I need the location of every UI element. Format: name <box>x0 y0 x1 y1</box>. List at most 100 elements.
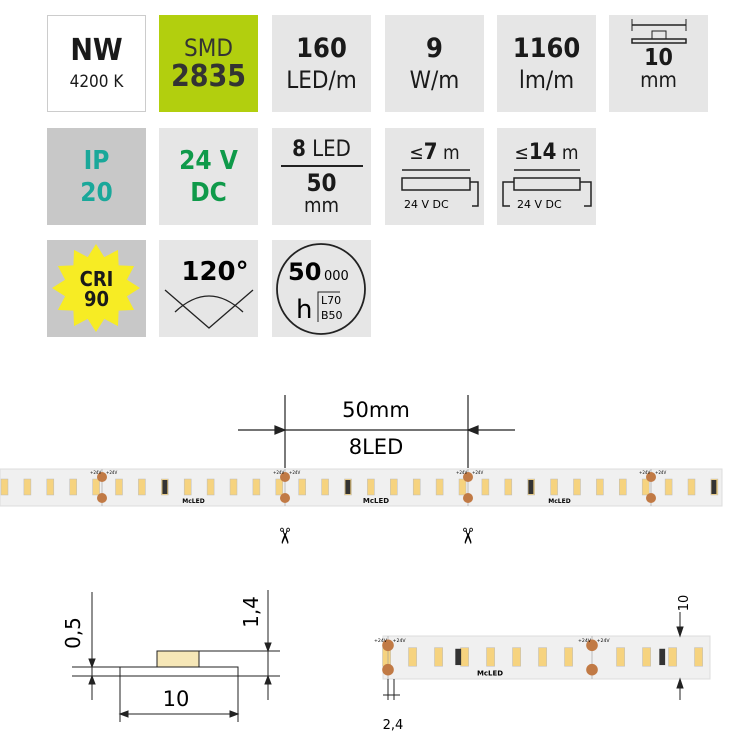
led-chip <box>252 478 261 496</box>
kelvin: 4200 K <box>69 72 124 92</box>
badge-lifetime: 50 000 h L70 B50 <box>272 240 371 337</box>
brand-logo: McLED <box>477 670 503 678</box>
profile-width-label: 10 <box>163 687 190 711</box>
cut-dimension <box>238 395 515 468</box>
divider <box>280 164 363 167</box>
svg-text:✂: ✂ <box>271 527 296 545</box>
led-chip <box>138 478 146 496</box>
solder-pad <box>646 472 656 482</box>
power-value: 9 <box>426 33 443 64</box>
solder-pad <box>97 472 107 482</box>
solder-pad <box>280 493 290 503</box>
badge-cri: CRI 90 <box>47 240 146 337</box>
led-chip <box>616 647 625 667</box>
lifetime-suffix: 000 <box>324 269 349 284</box>
chip-type: SMD <box>184 33 233 62</box>
density-unit: LED/m <box>286 66 357 94</box>
cut-length-label: 50mm <box>342 398 410 422</box>
cri-label: CRI <box>79 266 114 291</box>
pad-offset-label: 2,4 <box>383 718 404 733</box>
profile-drawing <box>72 590 280 722</box>
led-chip <box>512 647 521 667</box>
badge-power: 9 W/m <box>385 15 484 112</box>
led-chip <box>206 478 215 496</box>
solder-pad <box>280 472 290 482</box>
badge-voltage: 24 V DC <box>159 128 258 225</box>
unit: m <box>561 141 579 164</box>
plus-label: +24V <box>456 470 467 475</box>
solder-pad <box>586 639 598 652</box>
led-chip <box>564 647 573 667</box>
flux-value: 1160 <box>512 33 581 64</box>
badge-width: 10 mm <box>609 15 708 112</box>
led-chip <box>92 478 100 496</box>
ip-value: 20 <box>80 177 113 208</box>
solder-pad <box>586 663 598 676</box>
badge-chip: SMD 2835 <box>159 15 258 112</box>
prefix: ≤ <box>409 141 424 164</box>
scissors-icon: ✂ <box>454 527 479 545</box>
plus-label: +24V <box>374 638 388 644</box>
led-chip <box>435 478 444 496</box>
led-chip <box>23 478 32 496</box>
brand-logo: McLED <box>363 497 389 505</box>
voltage-value: 24 V <box>179 145 238 176</box>
badge-flux: 1160 lm/m <box>497 15 596 112</box>
plus-label: +24V <box>106 470 117 475</box>
led-chip <box>664 478 673 496</box>
strip-width-icon <box>630 19 687 44</box>
led-chip <box>486 647 495 667</box>
led-chip <box>382 647 391 667</box>
resistor <box>162 480 168 494</box>
led-chip <box>161 478 169 496</box>
badge-beam-angle: 120° <box>159 240 258 337</box>
density-value: 160 <box>296 33 347 64</box>
plus-label: +24V <box>90 470 101 475</box>
led-chip <box>641 478 650 496</box>
led-chip <box>408 647 417 667</box>
segment-leds: 8 <box>292 136 306 162</box>
supply-label: 24 V DC <box>404 198 449 211</box>
total-thickness-label: 1,4 <box>239 596 263 628</box>
led-chip <box>229 478 238 496</box>
led-chip <box>321 478 329 496</box>
beam-angle-icon: 120° <box>164 257 254 329</box>
plus-label: +24V <box>393 638 407 644</box>
lifetime-unit: h <box>296 295 312 325</box>
strip-top-view <box>382 635 711 680</box>
lifetime-value: 50 <box>288 258 321 286</box>
badge-single-feed: ≤7 m 24 V DC <box>385 128 484 225</box>
led-chip <box>538 647 547 667</box>
top-width-label: 10 <box>677 595 692 612</box>
led-chip <box>390 478 398 496</box>
svg-text:✂: ✂ <box>454 527 479 545</box>
badge-color-temperature: NW 4200 K <box>47 15 146 112</box>
led-chip <box>573 478 581 496</box>
single-feed-icon: 24 V DC <box>400 168 479 211</box>
led-chip <box>69 478 77 496</box>
led-chip <box>183 478 192 496</box>
segment-led-label: LED <box>312 136 351 162</box>
solder-pad <box>382 639 394 652</box>
led-chip <box>458 478 467 496</box>
badge-led-density: 160 LED/m <box>272 15 371 112</box>
led-chip <box>619 478 627 496</box>
lumen-maintenance: L70 <box>321 294 341 307</box>
star-burst-icon <box>52 244 140 332</box>
plus-label: +24V <box>597 638 611 644</box>
flux-unit: lm/m <box>518 66 575 94</box>
led-chip <box>298 478 306 496</box>
unit: m <box>442 141 460 164</box>
led-chip <box>460 647 469 667</box>
segment-length: 50 <box>306 168 337 197</box>
led-chip <box>412 478 421 496</box>
led-chip <box>596 478 604 496</box>
led-chip <box>504 478 513 496</box>
solder-pad <box>463 472 473 482</box>
base-thickness-label: 0,5 <box>61 617 85 649</box>
resistor <box>345 480 351 494</box>
strip-components: +24V+24VMcLED+24V+24V+24V+24VMcLED+24V+2… <box>0 469 719 506</box>
solder-pad <box>382 663 394 676</box>
